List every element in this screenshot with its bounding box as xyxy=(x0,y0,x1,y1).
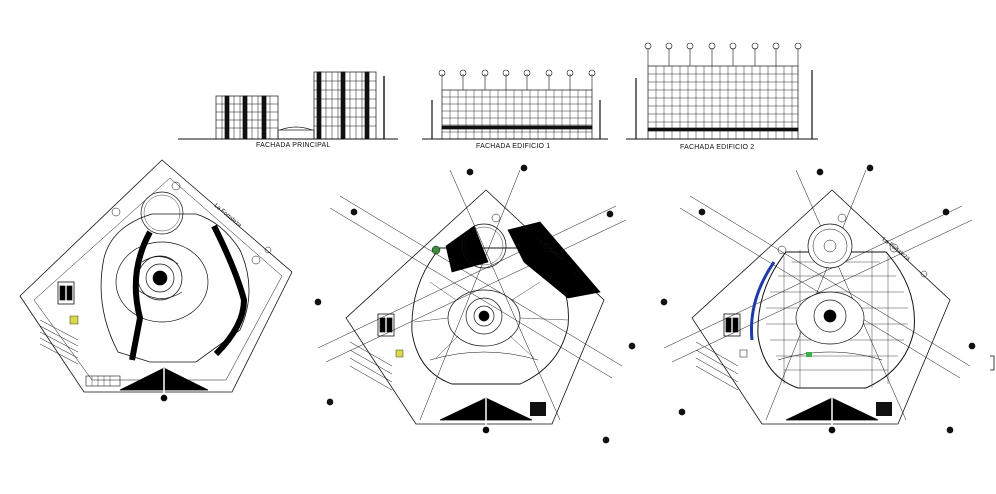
site-plan-3: La Fortaleza xyxy=(660,164,976,434)
street-label-plan-3: La Fortaleza xyxy=(881,237,911,263)
site-plan-2: La Fortaleza xyxy=(314,164,636,444)
elevation-title-principal: FACHADA PRINCIPAL xyxy=(256,142,331,149)
elevation-fachada-edificio-1 xyxy=(422,69,608,140)
elevation-fachada-principal xyxy=(178,71,398,140)
elevation-title-edificio-1: FACHADA EDIFICIO 1 xyxy=(476,143,551,150)
site-plan-1: La Fortaleza xyxy=(19,159,293,402)
street-label-plan-1: La Fortaleza xyxy=(213,203,243,229)
elevation-title-edificio-2: FACHADA EDIFICIO 2 xyxy=(680,144,755,151)
elevation-fachada-edificio-2 xyxy=(626,42,818,140)
